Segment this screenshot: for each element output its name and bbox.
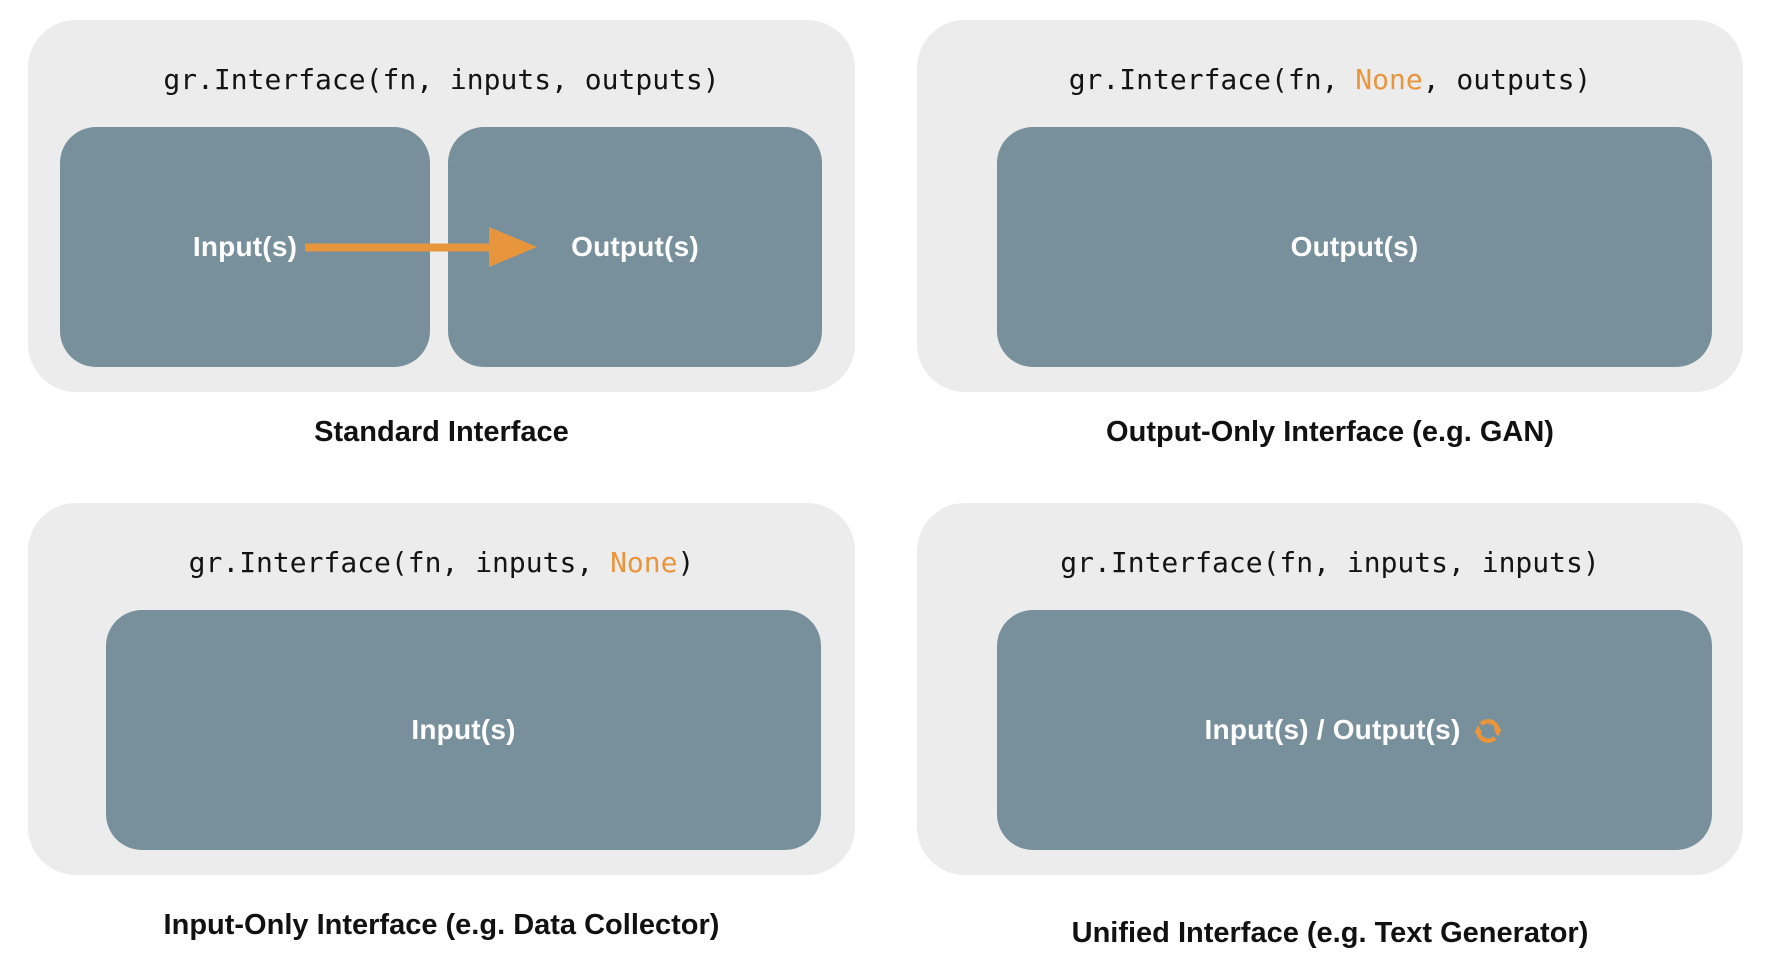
code-text: gr.Interface(fn, inputs, outputs) [163,63,720,96]
code-line-unified: gr.Interface(fn, inputs, inputs) [917,547,1743,579]
caption-unified-interface: Unified Interface (e.g. Text Generator) [1071,917,1589,949]
input-box: Input(s) [106,610,821,850]
code-text: gr.Interface(fn, [1068,63,1356,96]
caption-standard-interface: Standard Interface [314,416,569,448]
input-output-box-label: Input(s) / Output(s) [1204,714,1461,745]
panel-standard-interface: gr.Interface(fn, inputs, outputs) Input(… [28,20,855,392]
input-box-label: Input(s) [411,714,516,745]
code-line-input-only: gr.Interface(fn, inputs, None) [28,547,855,579]
code-text: gr.Interface(fn, inputs, inputs) [1060,546,1600,579]
code-text: ) [677,546,695,579]
input-output-box: Input(s) / Output(s) [997,610,1712,850]
output-box-label: Output(s) [571,231,699,262]
code-line-standard: gr.Interface(fn, inputs, outputs) [28,64,855,96]
code-highlight-none: None [610,546,678,579]
output-box-label: Output(s) [1290,231,1419,262]
code-text: , outputs) [1422,63,1592,96]
output-box: Output(s) [997,127,1712,367]
sync-icon [1474,719,1503,743]
caption-output-only-interface: Output-Only Interface (e.g. GAN) [1106,416,1554,448]
code-highlight-none: None [1355,63,1423,96]
unified-box-content: Input(s) / Output(s) [1205,713,1505,747]
arrow-right-icon [305,227,537,267]
panel-unified-interface: gr.Interface(fn, inputs, inputs) Input(s… [917,503,1743,875]
code-line-output-only: gr.Interface(fn, None, outputs) [917,64,1743,96]
input-box-label: Input(s) [192,231,298,262]
caption-input-only-interface: Input-Only Interface (e.g. Data Collecto… [163,909,720,941]
panel-output-only-interface: gr.Interface(fn, None, outputs) Output(s… [917,20,1743,392]
code-text: gr.Interface(fn, inputs, [188,546,611,579]
panel-input-only-interface: gr.Interface(fn, inputs, None) Input(s) [28,503,855,875]
